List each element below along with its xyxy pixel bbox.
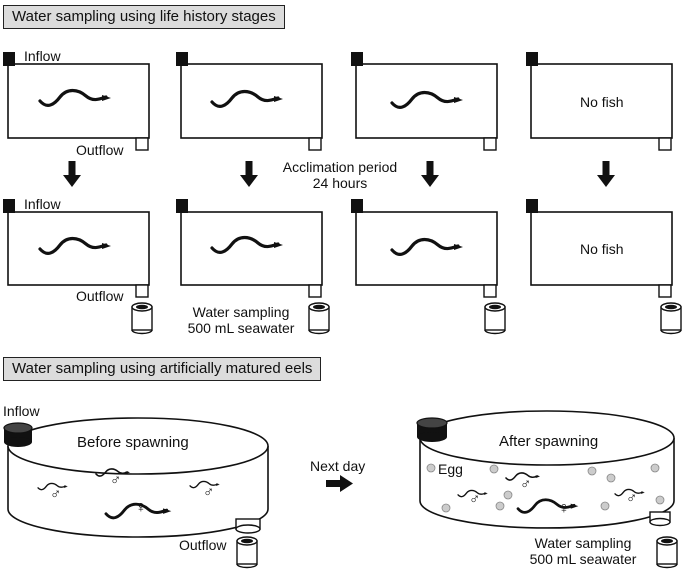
section-title-matured: Water sampling using artificially mature… bbox=[3, 357, 322, 381]
outflow-pipe-icon bbox=[135, 284, 149, 298]
inflow-pipe-icon bbox=[3, 422, 33, 447]
egg-icon bbox=[489, 464, 499, 474]
egg-icon bbox=[600, 501, 610, 511]
no-fish-label: No fish bbox=[580, 94, 624, 110]
outflow-pipe-icon bbox=[483, 284, 497, 298]
sampling-bottle-icon bbox=[131, 302, 153, 335]
arrow-right-icon bbox=[326, 475, 353, 492]
sampling-bottle-icon bbox=[484, 302, 506, 335]
outflow-pipe-icon bbox=[308, 284, 322, 298]
sampling-bottle-icon bbox=[660, 302, 682, 335]
male-symbol: ♂ bbox=[110, 472, 122, 489]
inflow-pipe-icon bbox=[526, 199, 538, 213]
inflow-pipe-icon bbox=[3, 52, 15, 66]
egg-icon bbox=[503, 490, 513, 500]
outflow-pipe-icon bbox=[658, 284, 672, 298]
arrow-down-icon bbox=[421, 161, 439, 187]
no-fish-label: No fish bbox=[580, 241, 624, 257]
outflow-pipe-icon bbox=[483, 137, 497, 151]
inflow-label: Inflow bbox=[24, 196, 61, 212]
inflow-pipe-icon bbox=[351, 199, 363, 213]
sampling-text: Water sampling bbox=[534, 535, 632, 551]
inflow-pipe-icon bbox=[3, 199, 15, 213]
round-tank-before bbox=[3, 417, 269, 538]
before-spawning-label: Before spawning bbox=[77, 434, 189, 451]
section-title-life-history: Water sampling using life history stages bbox=[3, 5, 285, 29]
sampling-bottle-icon bbox=[308, 302, 330, 335]
female-symbol: ♀ bbox=[558, 500, 570, 517]
inflow-pipe-icon bbox=[416, 417, 448, 442]
sampling-label-bottom: Water sampling 500 mL seawater bbox=[518, 535, 648, 567]
egg-icon bbox=[655, 495, 665, 505]
male-symbol: ♂ bbox=[520, 476, 532, 493]
inflow-pipe-icon bbox=[176, 199, 188, 213]
male-symbol: ♂ bbox=[469, 491, 481, 508]
egg-icon bbox=[495, 501, 505, 511]
sampling-bottle-icon bbox=[656, 536, 678, 569]
acclimation-period-text: Acclimation period bbox=[282, 159, 398, 175]
inflow-label: Inflow bbox=[3, 403, 40, 419]
outflow-label: Outflow bbox=[76, 142, 124, 158]
egg-icon bbox=[426, 463, 436, 473]
outflow-pipe-icon bbox=[649, 511, 671, 527]
round-tank-after bbox=[416, 410, 675, 529]
arrow-down-icon bbox=[597, 161, 615, 187]
sampling-label-top: Water sampling 500 mL seawater bbox=[176, 304, 306, 336]
egg-icon bbox=[650, 463, 660, 473]
outflow-pipe-icon bbox=[308, 137, 322, 151]
female-symbol: ♀ bbox=[135, 499, 147, 516]
sampling-bottle-icon bbox=[236, 536, 258, 569]
arrow-down-icon bbox=[63, 161, 81, 187]
outflow-pipe-icon bbox=[135, 137, 149, 151]
male-symbol: ♂ bbox=[626, 490, 638, 507]
sampling-volume-text: 500 mL seawater bbox=[529, 551, 637, 567]
inflow-label: Inflow bbox=[24, 48, 61, 64]
egg-icon bbox=[441, 503, 451, 513]
outflow-pipe-icon bbox=[658, 137, 672, 151]
egg-label: Egg bbox=[438, 461, 463, 477]
male-symbol: ♂ bbox=[203, 484, 215, 501]
male-symbol: ♂ bbox=[50, 486, 62, 503]
sampling-text: Water sampling bbox=[192, 304, 290, 320]
tank-row-top bbox=[3, 52, 673, 151]
acclimation-label: Acclimation period 24 hours bbox=[270, 159, 410, 191]
acclimation-duration-text: 24 hours bbox=[312, 175, 368, 191]
egg-icon bbox=[587, 466, 597, 476]
outflow-label: Outflow bbox=[76, 288, 124, 304]
sampling-volume-text: 500 mL seawater bbox=[187, 320, 295, 336]
egg-icon bbox=[606, 473, 616, 483]
after-spawning-label: After spawning bbox=[499, 433, 599, 450]
inflow-pipe-icon bbox=[526, 52, 538, 66]
outflow-label: Outflow bbox=[179, 537, 227, 553]
next-day-label: Next day bbox=[310, 458, 366, 474]
arrow-down-icon bbox=[240, 161, 258, 187]
inflow-pipe-icon bbox=[351, 52, 363, 66]
outflow-pipe-icon bbox=[235, 518, 261, 534]
tank-row-bottom bbox=[3, 199, 673, 298]
inflow-pipe-icon bbox=[176, 52, 188, 66]
